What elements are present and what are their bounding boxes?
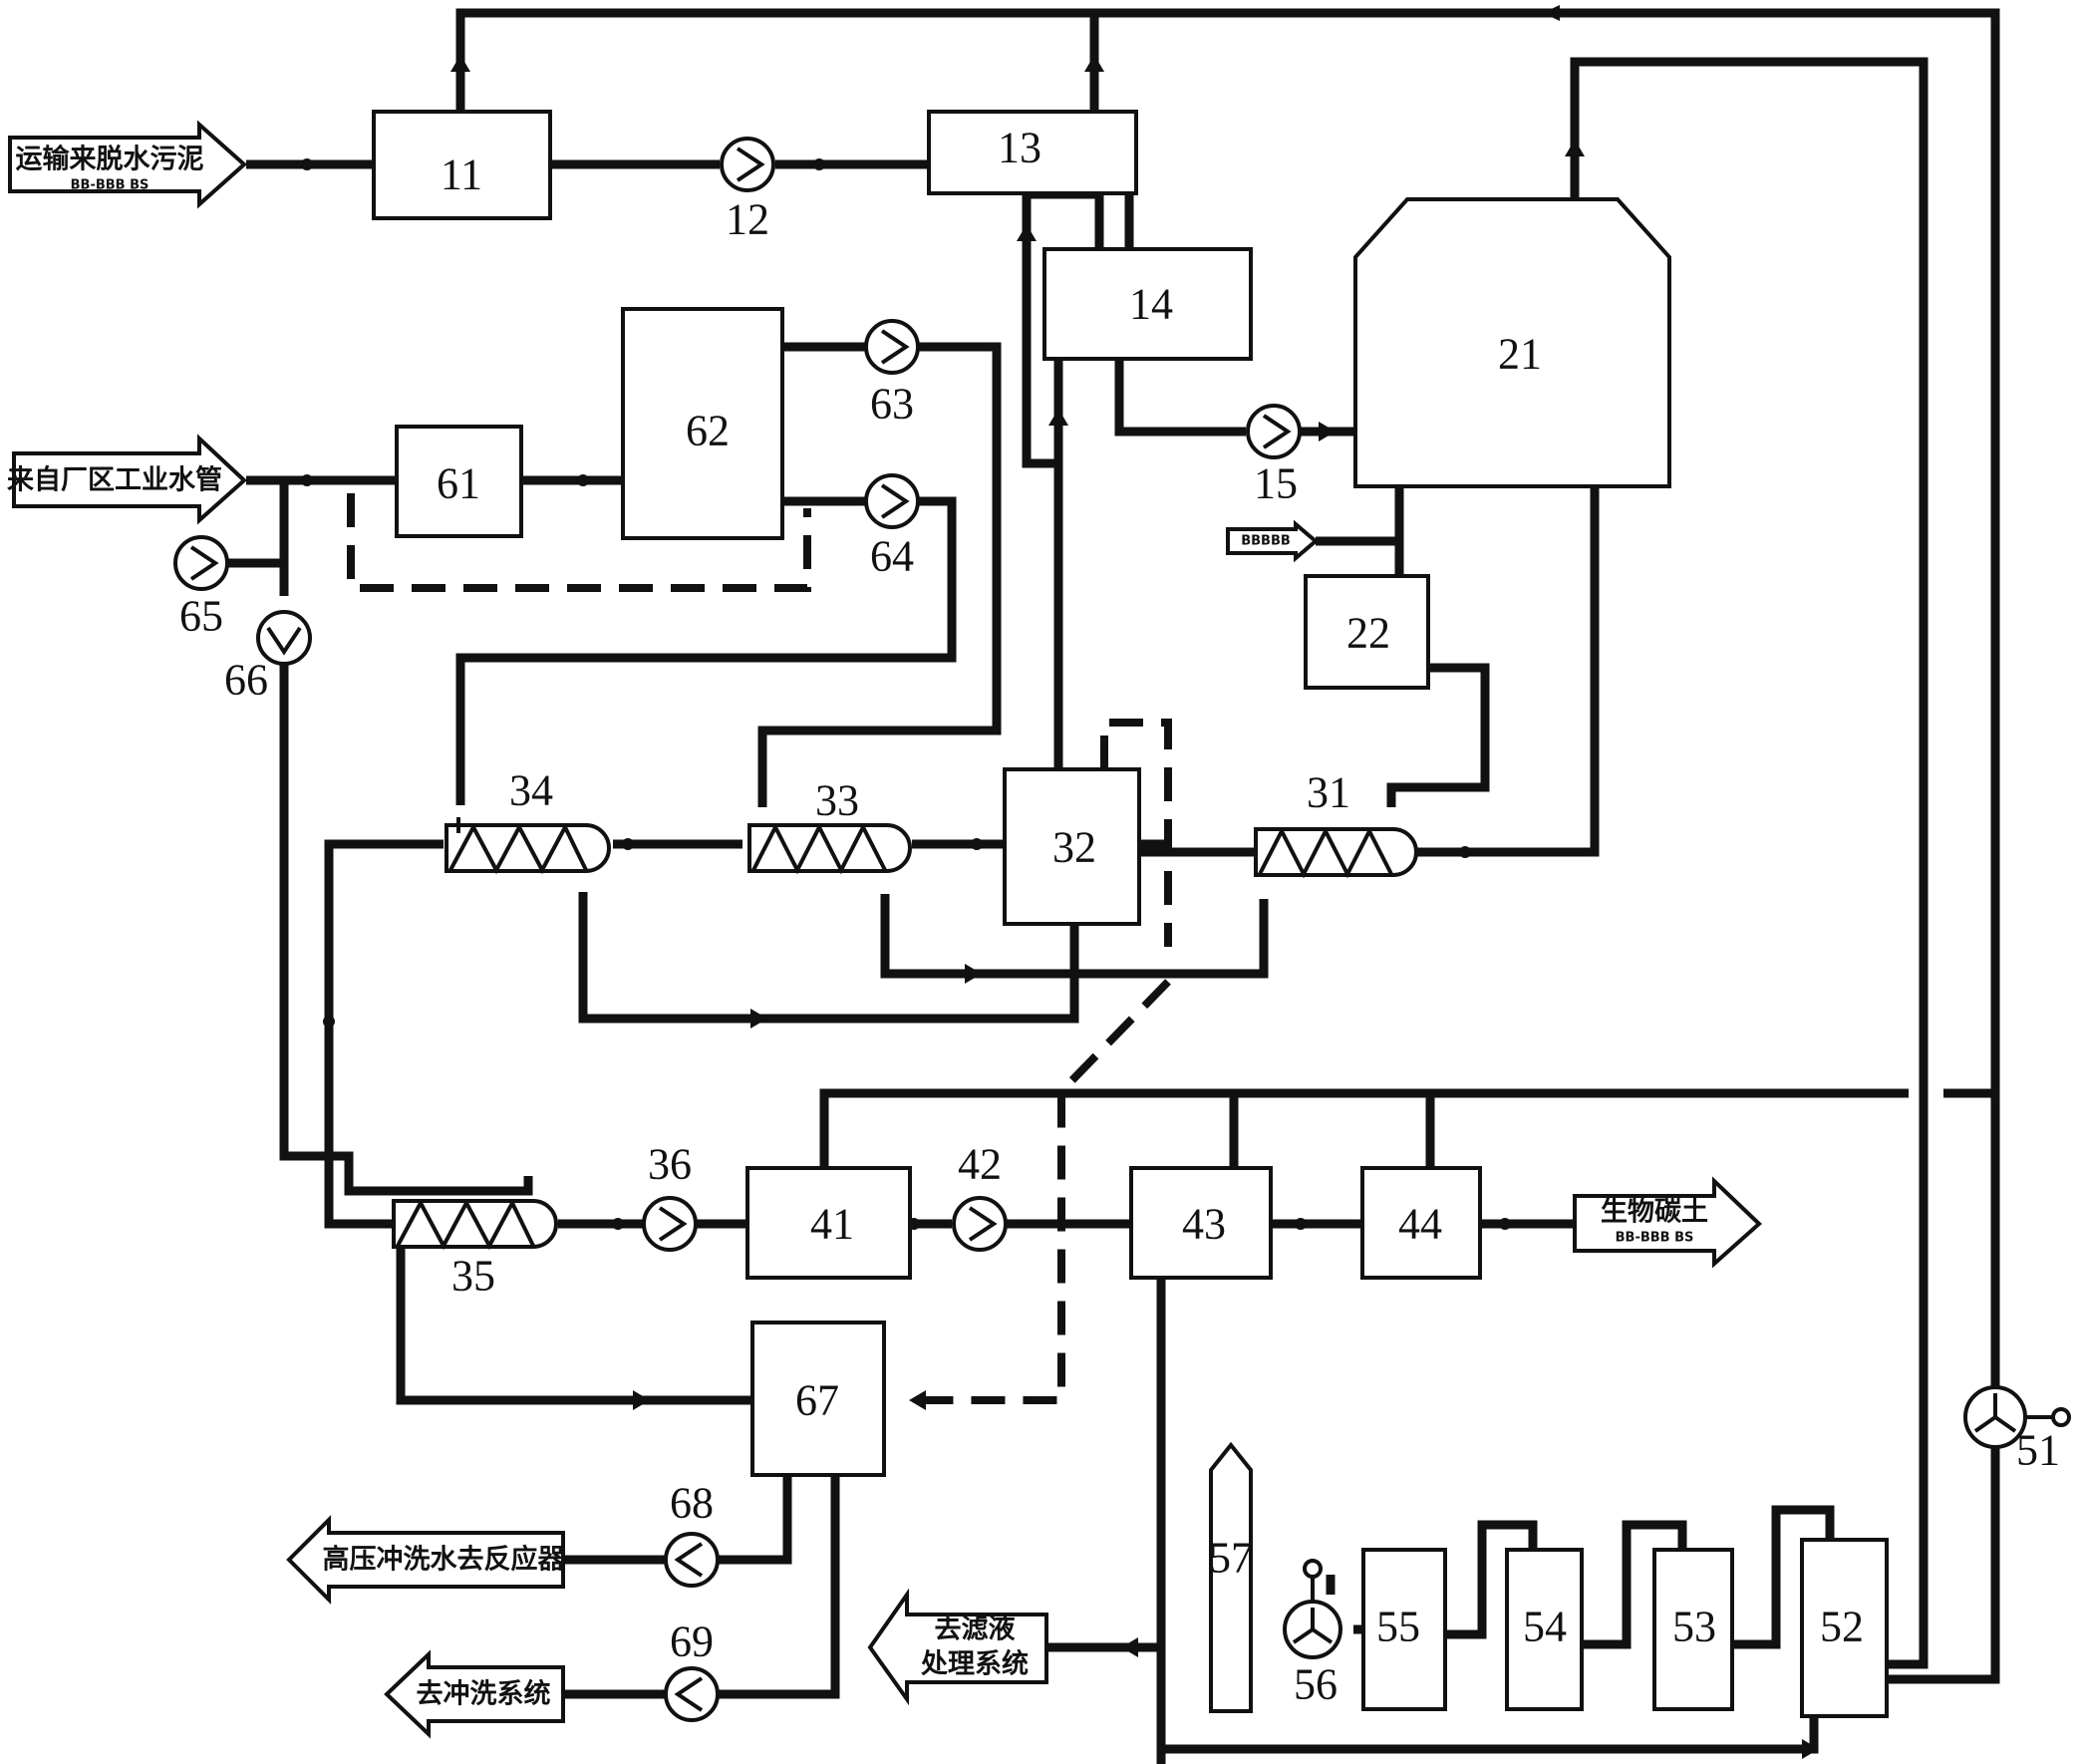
label-21: 21 — [1498, 330, 1542, 379]
pump-63 — [864, 319, 920, 375]
label-43: 43 — [1182, 1200, 1226, 1249]
unit-21-reactor — [1353, 197, 1671, 488]
pump-12 — [720, 137, 775, 192]
label-36: 36 — [648, 1140, 692, 1189]
inlet-arrow-sludge: 运输来脱水污泥 BB-BBB BS — [8, 120, 248, 209]
flow-markers — [301, 5, 1819, 1759]
inlet-arrow-water: 来自厂区工业水管 — [7, 434, 247, 525]
unit-43-box — [1129, 1166, 1273, 1280]
pump-64 — [864, 473, 920, 529]
unit-55-box — [1361, 1548, 1447, 1711]
label-56: 56 — [1294, 1660, 1338, 1709]
unit-44-box — [1360, 1166, 1482, 1280]
outlet-arrow-wash-system: 去冲洗系统 — [384, 1649, 565, 1739]
fan-56 — [1283, 1559, 1342, 1659]
unit-52-box — [1800, 1538, 1889, 1718]
label-52: 52 — [1820, 1603, 1864, 1651]
label-61: 61 — [437, 459, 480, 508]
label-32: 32 — [1052, 823, 1096, 872]
unit-67-box — [750, 1321, 886, 1477]
unit-labels: 11 12 13 14 15 21 22 31 32 33 34 35 36 4… — [179, 124, 2060, 1709]
unit-62-box — [621, 307, 784, 540]
pump-36 — [642, 1196, 698, 1252]
label-15: 15 — [1254, 459, 1298, 508]
unit-32-box — [1003, 767, 1141, 926]
unit-13-box — [927, 110, 1138, 195]
label-33: 33 — [815, 776, 859, 825]
soil-outlet-label: 生物碳土 — [1601, 1197, 1708, 1228]
label-69: 69 — [670, 1617, 714, 1666]
label-41: 41 — [810, 1200, 854, 1249]
label-14: 14 — [1129, 280, 1173, 329]
pump-69 — [664, 1666, 720, 1722]
label-64: 64 — [870, 532, 914, 581]
label-44: 44 — [1398, 1200, 1442, 1249]
sludge-inlet-sublabel: BB-BBB BS — [71, 178, 149, 193]
pump-66 — [256, 610, 312, 666]
heat-exchanger-33 — [747, 822, 912, 875]
pump-68 — [664, 1532, 720, 1588]
label-68: 68 — [670, 1479, 714, 1528]
water-inlet-label: 来自厂区工业水管 — [7, 464, 222, 496]
pump-42 — [952, 1196, 1008, 1252]
filtrate-label-2: 处理系统 — [920, 1648, 1029, 1680]
unit-61-box — [395, 425, 523, 538]
label-53: 53 — [1672, 1603, 1716, 1651]
label-63: 63 — [870, 380, 914, 429]
inlet-arrow-small: BBBBB — [1226, 519, 1320, 563]
heat-exchanger-35 — [392, 1198, 558, 1251]
unit-11-box — [372, 110, 552, 220]
label-66: 66 — [224, 656, 268, 705]
wash-system-label: 去冲洗系统 — [417, 1678, 551, 1710]
soil-outlet-sublabel: BB-BBB BS — [1616, 1231, 1694, 1246]
label-34: 34 — [509, 766, 553, 815]
outlet-arrow-hp-wash: 高压冲洗水去反应器 — [286, 1515, 566, 1605]
label-11: 11 — [441, 150, 482, 199]
label-65: 65 — [179, 592, 223, 641]
unit-54-box — [1505, 1548, 1584, 1711]
unit-22-box — [1304, 574, 1430, 690]
hp-wash-label: 高压冲洗水去反应器 — [323, 1544, 566, 1576]
label-12: 12 — [726, 195, 769, 244]
label-55: 55 — [1376, 1603, 1420, 1651]
sludge-inlet-label: 运输来脱水污泥 — [16, 144, 204, 175]
label-51: 51 — [2016, 1426, 2060, 1475]
unit-57-stack — [1209, 1441, 1253, 1713]
outlet-arrow-filtrate: 去滤液 处理系统 — [867, 1588, 1048, 1706]
fan-51 — [1963, 1385, 2071, 1449]
heat-exchanger-34 — [445, 817, 611, 875]
label-57: 57 — [1209, 1534, 1253, 1583]
small-inlet-label: BBBBB — [1241, 534, 1291, 549]
label-35: 35 — [451, 1252, 495, 1301]
unit-14-box — [1042, 247, 1253, 361]
label-22: 22 — [1346, 609, 1390, 658]
unit-53-box — [1652, 1548, 1734, 1711]
heat-exchanger-31 — [1254, 826, 1418, 879]
label-62: 62 — [686, 407, 730, 455]
outlet-arrow-soil: 生物碳土 BB-BBB BS — [1573, 1176, 1762, 1269]
pump-15 — [1246, 404, 1302, 459]
label-54: 54 — [1523, 1603, 1567, 1651]
dashed-lines — [347, 493, 1172, 1404]
label-42: 42 — [958, 1140, 1002, 1189]
label-31: 31 — [1307, 768, 1350, 817]
label-67: 67 — [795, 1376, 839, 1425]
filtrate-label-1: 去滤液 — [935, 1615, 1016, 1645]
label-13: 13 — [998, 124, 1041, 172]
pump-65 — [173, 535, 229, 591]
